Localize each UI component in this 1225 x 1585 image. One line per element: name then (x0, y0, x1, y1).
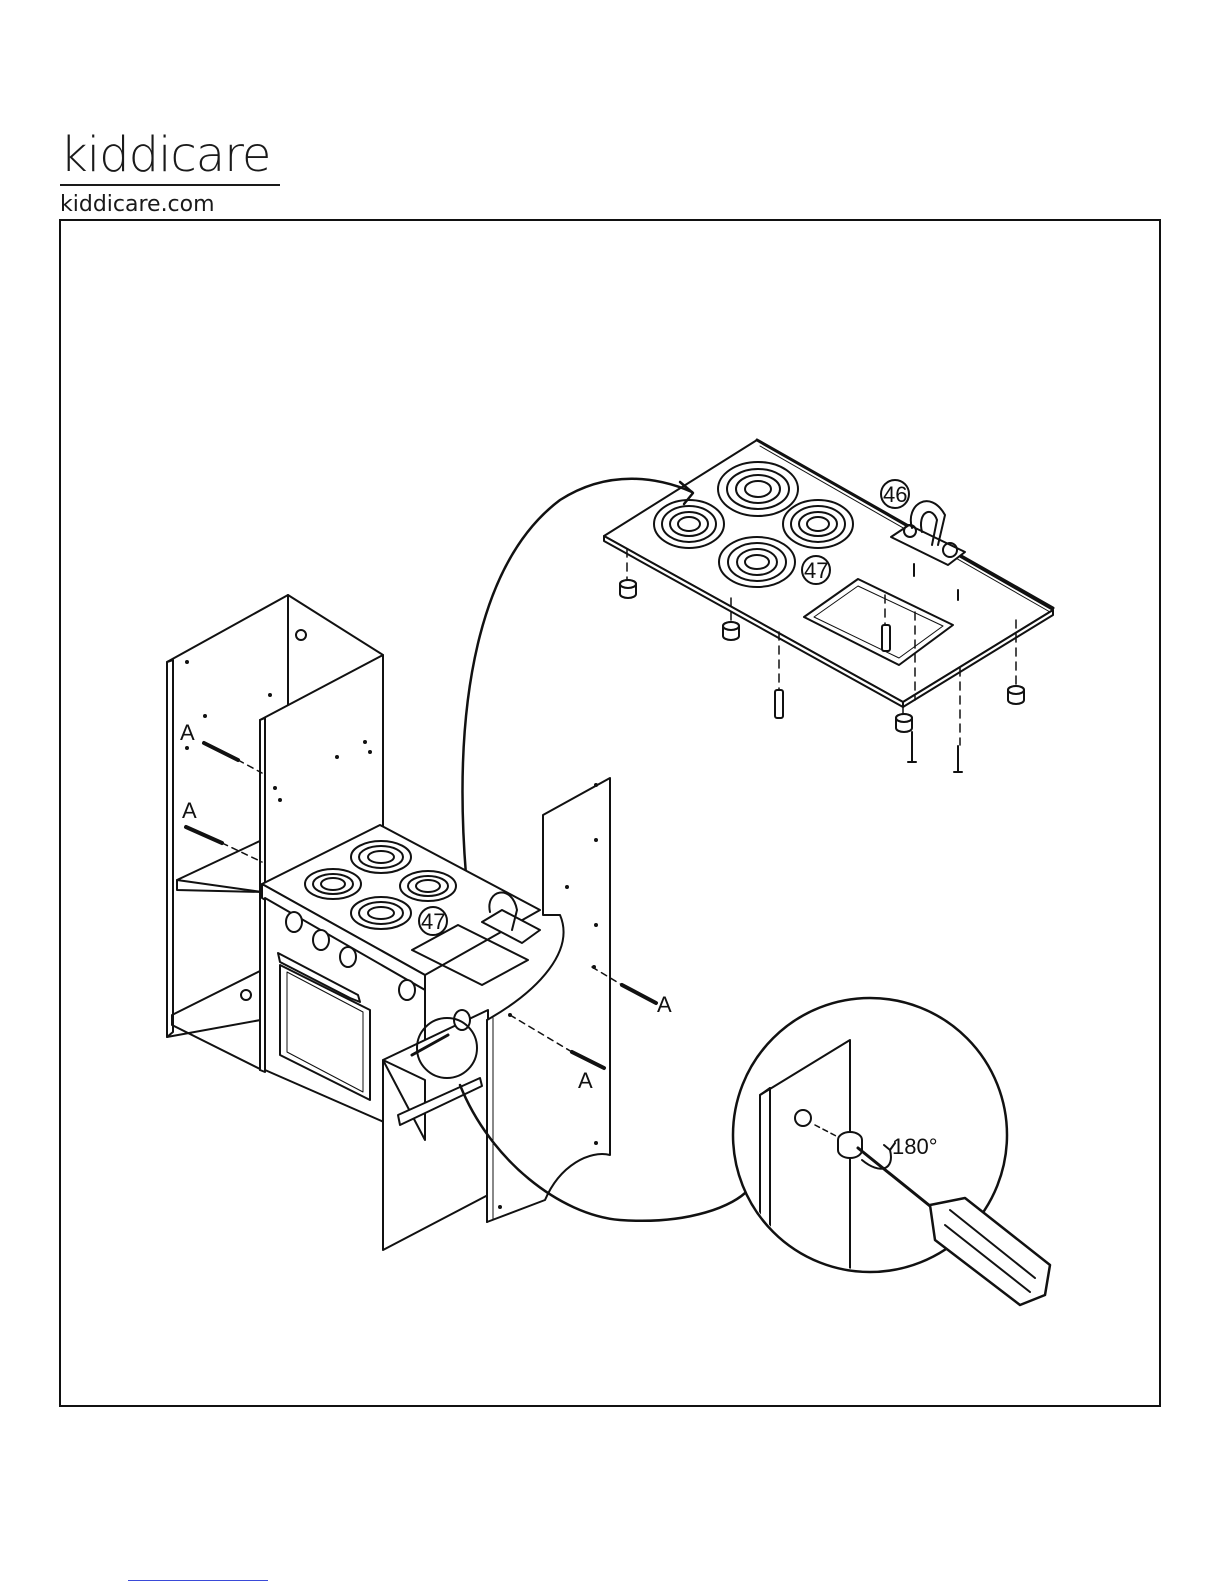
part-46-label: 46 (883, 482, 907, 507)
rotation-label: 180° (892, 1134, 938, 1159)
kitchen-unit (167, 595, 656, 1250)
footer-link-underline (128, 1580, 268, 1581)
screw-a-label-2: A (182, 798, 197, 823)
screw-a-label-4: A (578, 1068, 593, 1093)
countertop-exploded (604, 440, 1053, 772)
screw-a-label-3: A (657, 992, 672, 1017)
part-47-top-label: 47 (804, 558, 828, 583)
part-47-main-label: 47 (421, 909, 445, 934)
screw-a-label-1: A (180, 720, 195, 745)
